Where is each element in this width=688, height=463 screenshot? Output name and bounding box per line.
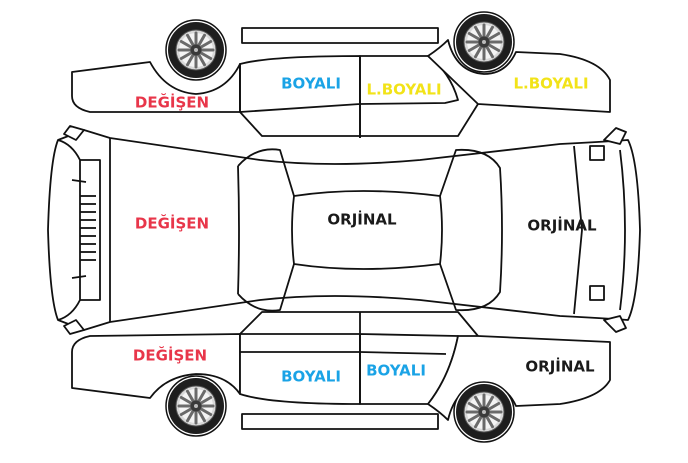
roof-status: ORJİNAL [327, 210, 397, 229]
bottom-rocker-strip[interactable] [241, 413, 439, 430]
bottom-front-fender-status: DEĞİŞEN [133, 346, 207, 365]
trunk-status: ORJİNAL [527, 216, 597, 235]
right-mirror[interactable] [63, 319, 85, 335]
rear-right-light[interactable] [603, 315, 627, 333]
top-rear-fender-status: L.BOYALI [513, 75, 588, 93]
rear-left-light[interactable] [603, 127, 627, 145]
bottom-front-wheel-icon [164, 374, 228, 438]
top-rear-wheel-icon [452, 10, 516, 74]
car-body-outline [47, 129, 641, 331]
top-side-view: DEĞİŞEN BOYALI L.BOYALI L.BOYALI [71, 10, 611, 138]
bottom-rear-wheel-icon [452, 380, 516, 444]
top-roof-strip[interactable] [241, 27, 439, 44]
main-top-view: DEĞİŞEN ORJİNAL ORJİNAL [47, 125, 641, 335]
top-rear-door-status: L.BOYALI [366, 81, 441, 99]
bottom-front-fender[interactable] [71, 333, 241, 399]
bottom-rear-door-status: BOYALI [366, 362, 426, 380]
top-front-fender-status: DEĞİŞEN [135, 93, 209, 112]
top-front-door-status: BOYALI [281, 75, 341, 93]
front-grille-icon [80, 195, 96, 261]
top-rear-fender[interactable] [427, 39, 611, 113]
bottom-rear-fender-status: ORJİNAL [525, 357, 595, 376]
bottom-front-door-status: BOYALI [281, 368, 341, 386]
bottom-side-view: DEĞİŞEN BOYALI BOYALI ORJİNAL [71, 311, 611, 444]
left-mirror[interactable] [63, 125, 85, 141]
top-front-wheel-icon [164, 18, 228, 82]
hood-status: DEĞİŞEN [135, 214, 209, 233]
top-front-fender[interactable] [71, 61, 241, 113]
